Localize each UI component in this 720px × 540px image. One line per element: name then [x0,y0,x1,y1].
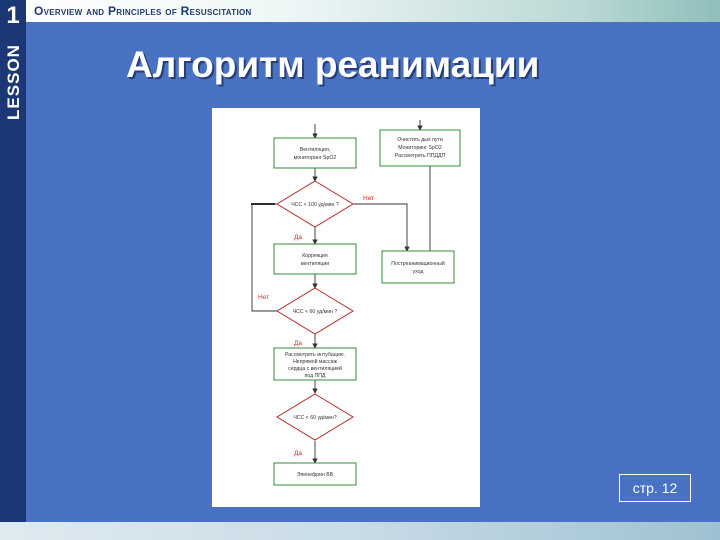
label-yes-2: Да [294,340,302,347]
lesson-header-bar: Overview and Principles of Resuscitation [0,0,720,22]
box-correction-text-2: вентиляции [301,261,329,267]
box-post-care [382,251,454,283]
resuscitation-flowchart: Вентиляция, мониторинг SpO2 Очистить дых… [212,108,480,507]
box-ventilation [274,138,356,168]
lesson-number: 1 [0,2,26,30]
slide-title: Алгоритм реанимации [126,44,539,86]
flowchart-svg: Вентиляция, мониторинг SpO2 Очистить дых… [212,108,480,507]
lesson-side-bar: 1 LESSON [0,0,26,540]
page-reference: стр. 12 [619,474,691,502]
box-correction-text-1: Коррекция [302,253,328,259]
box-airway-text-2: Мониторинг SpO2 [398,145,442,151]
box-ventilation-text-2: мониторинг SpO2 [294,155,337,161]
label-no-1: Нет [363,195,374,202]
box-intubation-text-1: Рассмотреть интубацию. [285,352,345,358]
box-intubation-text-3: сердца с вентиляцией [288,365,342,372]
footer-bar [0,522,720,540]
box-airway-text-1: Очистить дых пути [397,137,443,143]
box-intubation-text-4: под ППД [304,373,326,379]
box-post-care-text-2: уход [413,269,424,275]
box-ventilation-text-1: Вентиляция, [300,147,330,153]
label-no-2: Нет [258,294,269,301]
label-yes-1: Да [294,234,302,241]
decision-hr-60-second-text: ЧСС < 60 уд/мин? [293,415,336,421]
box-correction [274,244,356,274]
label-yes-3: Да [294,450,302,457]
decision-hr-60-first-text: ЧСС < 60 уд/мин ? [293,309,338,315]
box-airway-text-3: Рассмотреть ППДДП [395,153,446,159]
box-epinephrine-text: Эпинефрин ВВ [297,472,334,478]
lesson-word: LESSON [4,38,24,126]
box-intubation-text-2: Непрямой массаж [293,358,337,365]
box-post-care-text-1: Постреанимационный [391,260,445,267]
lesson-title: Overview and Principles of Resuscitation [34,4,252,18]
decision-hr-100-text: ЧСС < 100 уд/мин ? [291,202,339,208]
